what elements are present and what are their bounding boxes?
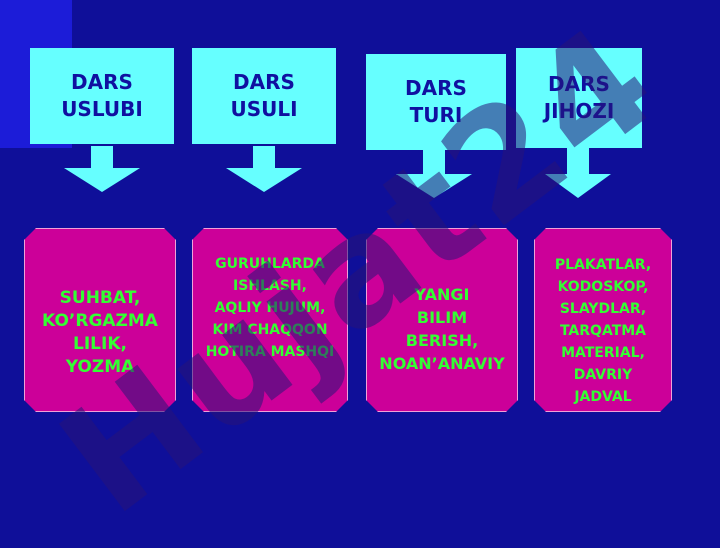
card-dars-jihozi — [534, 228, 672, 412]
arrow-down-icon — [396, 148, 472, 198]
heading-dars-turi: DARS TURI — [366, 54, 506, 150]
arrow-down-icon — [64, 146, 140, 192]
card-text-dars-usuli: GURUHLARDA ISHLASH, AQLIY HUJUM, KIM CHA… — [205, 256, 335, 360]
card-text-dars-turi: YANGI BILIM BERISH, NOAN’ANAVIY — [379, 285, 505, 373]
card-dars-usuli — [192, 228, 348, 412]
heading-dars-uslubi: DARS USLUBI — [30, 48, 174, 144]
card-text-dars-jihozi: PLAKATLAR, KODOSKOP, SLAYDLAR, TARQATMA … — [554, 257, 652, 405]
card-dars-turi — [366, 228, 518, 412]
card-dars-uslubi — [24, 228, 176, 412]
heading-dars-jihozi: DARS JIHOZI — [516, 48, 642, 148]
arrow-down-icon — [226, 146, 302, 192]
card-text-dars-uslubi: SUHBAT, KO’RGAZMA LILIK, YOZMA — [42, 288, 158, 377]
arrow-down-icon — [545, 148, 611, 198]
heading-dars-usuli: DARS USULI — [192, 48, 336, 144]
